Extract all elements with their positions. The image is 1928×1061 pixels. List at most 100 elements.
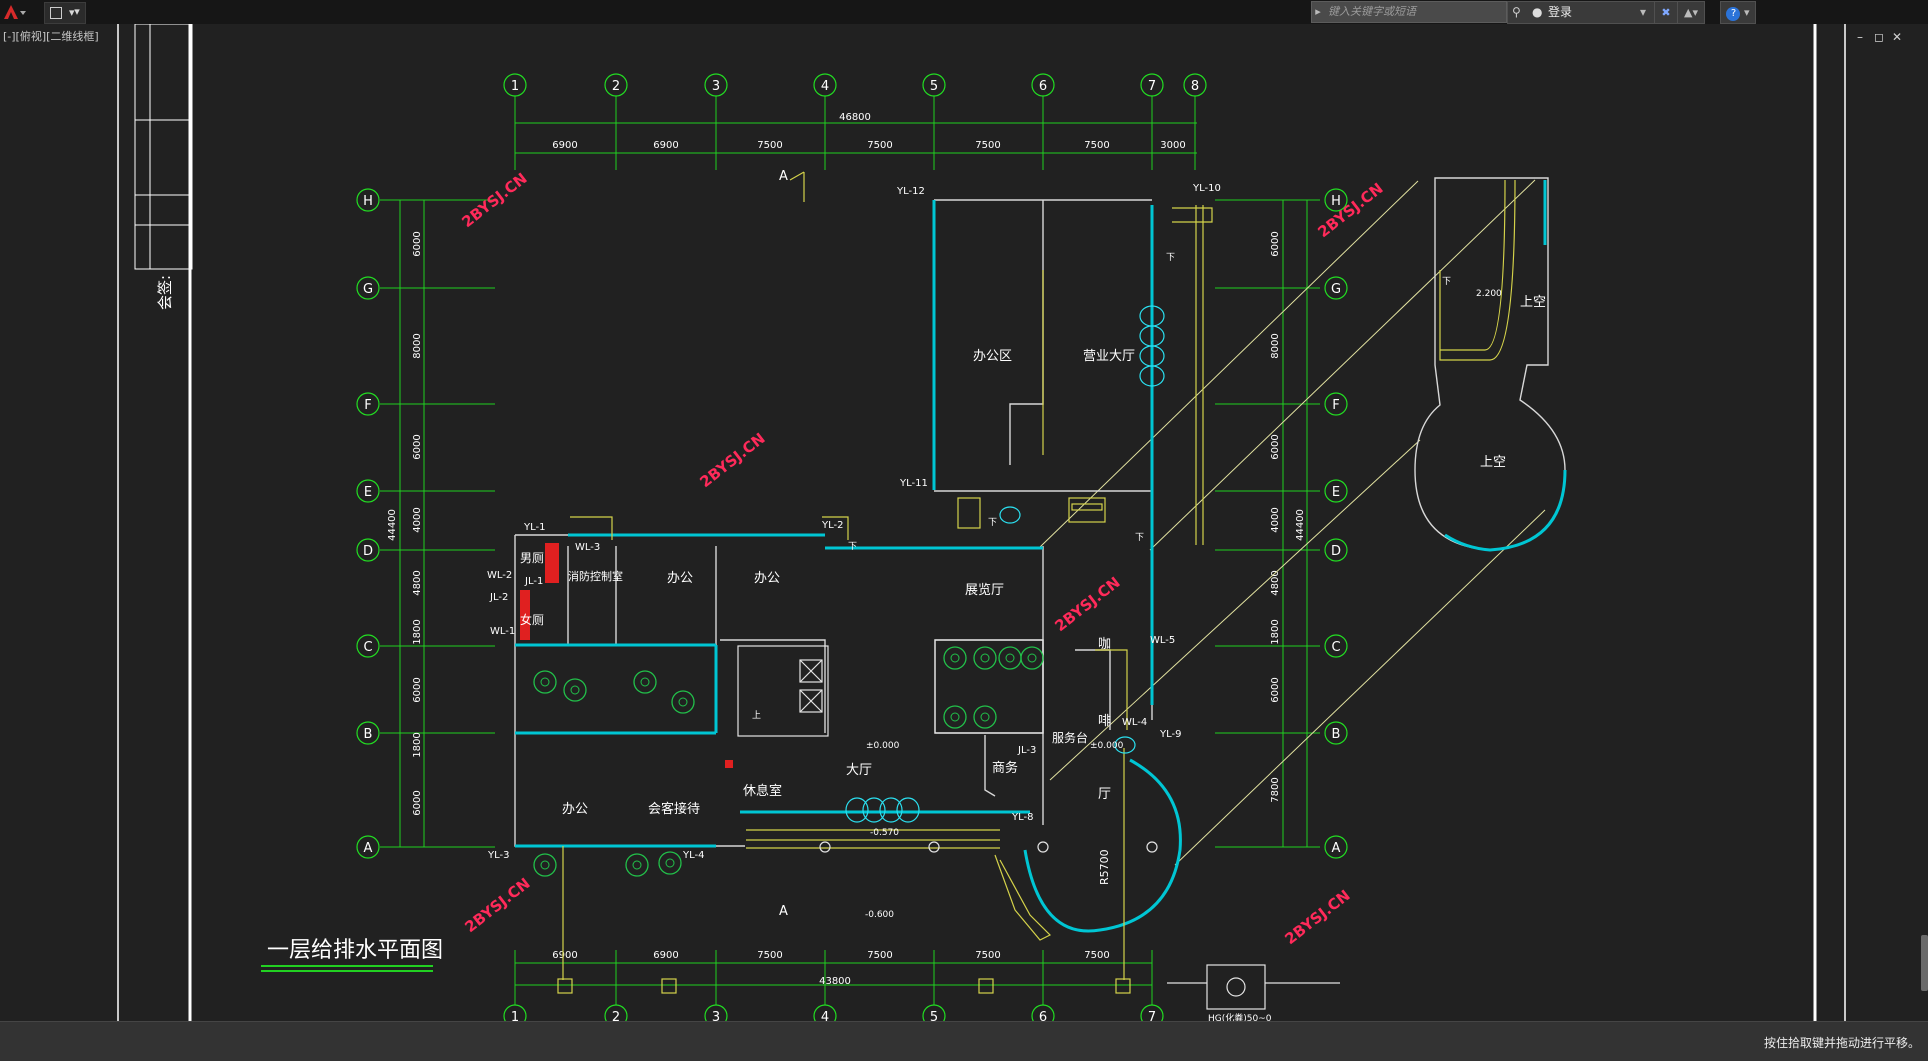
axis-top-5: 5 — [930, 79, 938, 94]
chevron-down-icon: ▾ — [1639, 5, 1646, 19]
down-mark: 下 — [1135, 533, 1144, 543]
top-dim: 7500 — [1084, 140, 1109, 151]
watermarks: 2BYSJ.CN 2BYSJ.CN 2BYSJ.CN 2BYSJ.CN 2BYS… — [458, 169, 1386, 948]
watermark-text: 2BYSJ.CN — [461, 874, 533, 936]
sign-in-label: 登录 — [1548, 5, 1573, 19]
right-dim: 6000 — [1270, 231, 1281, 256]
pipe-labels: YL-12 YL-10 YL-11 YL-1 WL-3 YL-2 WL-2 JL… — [487, 183, 1221, 861]
axis-top-2: 2 — [612, 79, 620, 94]
help-button[interactable]: ? ▾ — [1720, 1, 1756, 24]
left-dim-total: 44400 — [387, 509, 398, 541]
axis-left-e: E — [364, 485, 372, 500]
bottom-dim: 7500 — [867, 950, 892, 961]
axis-left-h: H — [363, 194, 373, 209]
left-dim: 8000 — [412, 333, 423, 358]
room-business-center: 商务 — [992, 760, 1018, 776]
bottom-dim: 7500 — [975, 950, 1000, 961]
pipe-label: YL-1 — [523, 522, 545, 533]
down-mark: 下 — [1442, 277, 1451, 287]
axis-right-d: D — [1331, 544, 1341, 559]
dropdown-arrow-icon: ▾ — [69, 6, 75, 19]
search-input[interactable] — [1328, 3, 1498, 20]
right-dim: 7800 — [1270, 777, 1281, 802]
pipe-label: JL-3 — [1017, 745, 1036, 756]
watermark-text: 2BYSJ.CN — [1314, 179, 1386, 241]
pipe-label: JL-2 — [489, 592, 508, 603]
dimension-text: 46800 6900 6900 7500 7500 7500 7500 3000… — [387, 112, 1306, 987]
sanitary-fixtures — [520, 543, 733, 768]
level-upper: 2.200 — [1476, 289, 1502, 299]
title-bar: ▾ ▾ ▸ ⚲ ● 登录 ▾ ✖ ▲▾ ? ▾ — [0, 0, 1928, 24]
room-office-2: 办公 — [754, 571, 780, 586]
diagonal-guide-lines — [1039, 179, 1546, 866]
axis-right-e: E — [1332, 485, 1340, 500]
axis-right-g: G — [1331, 282, 1341, 297]
minimize-icon[interactable]: – — [1857, 30, 1863, 44]
top-dim: 6900 — [552, 140, 577, 151]
status-text: 按住拾取键并拖动进行平移。 — [1763, 1036, 1920, 1050]
left-dim: 1800 — [412, 619, 423, 644]
walls — [514, 177, 1566, 847]
pipe-label: WL-4 — [1122, 717, 1147, 728]
room-women-wc: 女厕 — [520, 612, 544, 627]
pipe-label: YL-10 — [1192, 183, 1221, 194]
axis-top-8: 8 — [1191, 79, 1199, 94]
down-mark: 下 — [1166, 253, 1175, 263]
axis-right-b: B — [1332, 727, 1341, 742]
room-fire-control: 消防控制室 — [568, 569, 623, 583]
sign-in-button[interactable]: ⚲ ● 登录 ▾ — [1507, 1, 1655, 24]
pipe-label: YL-11 — [899, 478, 928, 489]
autodesk-app-button[interactable]: ▲▾ — [1677, 1, 1705, 24]
axis-top-7: 7 — [1148, 79, 1156, 94]
search-box[interactable] — [1311, 1, 1507, 23]
axis-left-a: A — [364, 841, 373, 856]
top-dim-total: 46800 — [839, 112, 871, 123]
help-icon: ? — [1726, 7, 1741, 21]
close-icon[interactable]: ✕ — [1892, 30, 1903, 44]
plumbing-pipes-cyan — [515, 180, 1567, 933]
stairs-and-fixtures — [737, 639, 1340, 1010]
vertical-scrollbar[interactable] — [1921, 935, 1928, 991]
signature-label: 会签: — [156, 275, 174, 310]
drawing-canvas[interactable]: 会签: 1 2 3 4 — [0, 24, 1928, 1021]
exchange-button[interactable]: ✖ — [1654, 1, 1678, 24]
qat-expand-button[interactable]: ▾ — [74, 5, 80, 18]
axis-left-f: F — [364, 398, 371, 413]
axis-bottom-3: 3 — [712, 1010, 720, 1021]
bottom-dim: 7500 — [757, 950, 782, 961]
restore-icon[interactable]: ◻ — [1874, 30, 1884, 44]
pipe-label: WL-3 — [575, 542, 600, 553]
axis-top-6: 6 — [1039, 79, 1047, 94]
bottom-dim: 6900 — [653, 950, 678, 961]
bottom-dim: 7500 — [1084, 950, 1109, 961]
level-lobby: ±0.000 — [866, 741, 900, 751]
pipe-label: JL-1 — [524, 576, 543, 587]
axis-bottom-6: 6 — [1039, 1010, 1047, 1021]
bottom-dim: 6900 — [552, 950, 577, 961]
section-mark-top: A — [779, 169, 788, 184]
axis-top-4: 4 — [821, 79, 829, 94]
level-outside: -0.600 — [865, 910, 894, 920]
room-exhibition-hall: 展览厅 — [965, 582, 1004, 598]
pipe-label: YL-8 — [1011, 812, 1033, 823]
axis-top-1: 1 — [511, 79, 519, 94]
quick-access-toolbar[interactable]: ▾ — [44, 2, 86, 24]
search-expand-button[interactable]: ▸ — [1315, 5, 1321, 18]
viewport-controls[interactable]: [-][俯视][二维线框] — [3, 30, 99, 43]
tank-label: HG(化粪)50~0 — [1208, 1012, 1272, 1021]
pipe-label: WL-5 — [1150, 635, 1175, 646]
app-menu-button[interactable] — [0, 2, 30, 22]
axis-bottom-7: 7 — [1148, 1010, 1156, 1021]
room-void-1: 上空 — [1520, 295, 1546, 310]
axis-bottom-2: 2 — [612, 1010, 620, 1021]
bottom-dim-total: 43800 — [819, 976, 851, 987]
room-lounge: 休息室 — [743, 783, 782, 799]
watermark-text: 2BYSJ.CN — [1051, 573, 1123, 635]
yellow-elements — [557, 171, 1516, 994]
status-bar: 按住拾取键并拖动进行平移。 — [0, 1021, 1928, 1061]
section-mark-bottom: A — [779, 904, 788, 919]
axis-left-c: C — [363, 640, 372, 655]
edit-icon — [50, 7, 62, 19]
right-dim: 8000 — [1270, 333, 1281, 358]
axis-labels: 1 2 3 4 5 6 7 8 1 2 3 4 5 6 7 H G F E D … — [363, 79, 1341, 1021]
